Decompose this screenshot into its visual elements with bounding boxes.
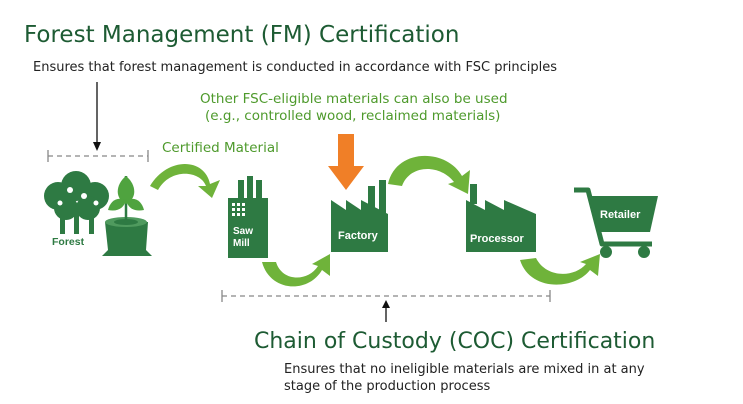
factory-label: Factory — [338, 230, 379, 242]
sawmill-icon — [228, 176, 268, 258]
shopping-cart-icon — [574, 187, 658, 258]
coc-subtitle-line2: stage of the production process — [284, 379, 491, 394]
factory-icon — [331, 180, 388, 252]
processor-label: Processor — [470, 233, 525, 245]
flow-arrow-3 — [388, 155, 470, 194]
coc-certification-title: Chain of Custody (COC) Certification — [254, 329, 656, 354]
other-materials-line2: (e.g., controlled wood, reclaimed materi… — [205, 108, 501, 124]
coc-pointer-arrow — [382, 300, 390, 322]
flow-arrow-2 — [262, 254, 330, 287]
other-materials-arrow — [328, 134, 364, 190]
sawmill-label-line1: Saw — [233, 226, 253, 237]
forest-icon — [44, 171, 152, 256]
other-materials-line1: Other FSC-eligible materials can also be… — [200, 91, 508, 107]
forest-label: Forest — [52, 236, 85, 248]
processor-icon — [466, 184, 536, 252]
fm-bracket — [47, 150, 149, 162]
certified-material-label: Certified Material — [162, 140, 279, 156]
retailer-label: Retailer — [600, 209, 641, 221]
coc-subtitle-line1: Ensures that no ineligible materials are… — [284, 362, 645, 377]
fm-pointer-arrow — [93, 82, 101, 151]
flow-arrow-4 — [520, 254, 600, 285]
fm-certification-title: Forest Management (FM) Certification — [24, 22, 460, 48]
coc-bracket — [221, 290, 551, 302]
fm-certification-subtitle: Ensures that forest management is conduc… — [33, 60, 558, 75]
sawmill-label-line2: Mill — [233, 238, 250, 249]
flow-arrow-1 — [150, 164, 220, 198]
